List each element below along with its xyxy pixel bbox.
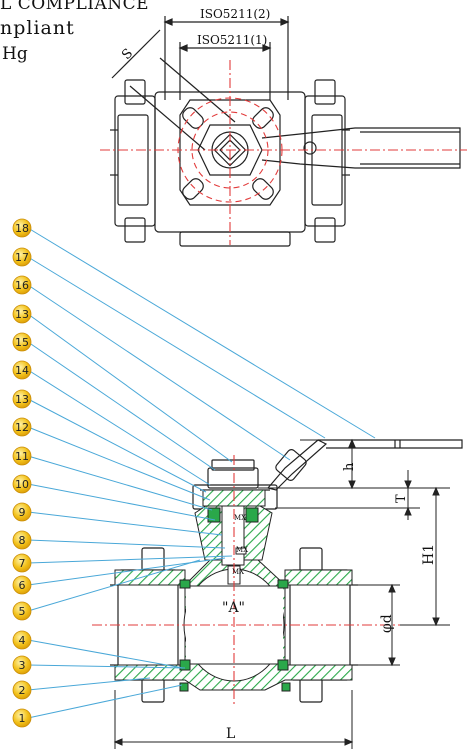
phi-d-label: φd — [379, 614, 395, 633]
part-badge: 12 — [12, 417, 32, 437]
dimension-labels: ISO5211(2) ISO5211(1) S h T H1 φd "A" L … — [119, 7, 437, 742]
part-badge: 18 — [12, 218, 32, 238]
part-number: 13 — [15, 393, 29, 406]
part-number: 8 — [19, 534, 26, 547]
part-number: 10 — [15, 478, 29, 491]
part-badge: 4 — [12, 630, 32, 650]
l-label: L — [226, 726, 235, 742]
part-number: 9 — [19, 506, 26, 519]
part-badge: 8 — [12, 530, 32, 550]
part-number: 16 — [15, 279, 29, 292]
part-number: 13 — [15, 308, 29, 321]
front-view-dimensions — [113, 438, 450, 749]
s-label: S — [119, 46, 136, 63]
part-number: 2 — [19, 684, 26, 697]
part-number: 12 — [15, 421, 29, 434]
part-badge: 11 — [12, 446, 32, 466]
spec-title-line-1: L COMPLIANCE — [0, 0, 150, 14]
part-number: 1 — [19, 712, 26, 725]
a-label: "A" — [222, 600, 245, 616]
part-badge: 6 — [12, 575, 32, 595]
part-number: 11 — [15, 450, 29, 463]
mx-mark-1: MX — [234, 514, 246, 522]
part-number: 18 — [15, 222, 29, 235]
part-badge: 7 — [12, 553, 32, 573]
part-badge: 13 — [12, 389, 32, 409]
t-label: T — [394, 494, 409, 503]
h1-label: H1 — [421, 544, 437, 565]
iso5211-2-label: ISO5211(2) — [200, 7, 270, 21]
part-number: 6 — [19, 579, 26, 592]
front-view-centerlines — [92, 455, 400, 705]
part-badge: 14 — [12, 360, 32, 380]
mx-mark-2: MX — [236, 546, 248, 554]
part-badge: 13 — [12, 304, 32, 324]
part-number-badges: 18 17 16 13 15 14 13 12 11 10 9 8 7 6 5 … — [12, 218, 32, 728]
part-number: 14 — [15, 364, 29, 377]
spec-title-line-2: npliant — [0, 17, 75, 39]
part-number: 5 — [19, 605, 26, 618]
part-badge: 5 — [12, 601, 32, 621]
part-number: 3 — [19, 659, 26, 672]
part-badge: 17 — [12, 247, 32, 267]
part-badge: 10 — [12, 474, 32, 494]
top-view — [110, 16, 461, 247]
part-badge: 15 — [12, 332, 32, 352]
part-badge: 9 — [12, 502, 32, 522]
part-badge: 16 — [12, 275, 32, 295]
part-badge: 3 — [12, 655, 32, 675]
part-number: 7 — [19, 557, 26, 570]
leader-lines — [27, 227, 376, 719]
iso5211-1-label: ISO5211(1) — [197, 33, 267, 47]
part-number: 17 — [15, 251, 29, 264]
part-number: 15 — [15, 336, 29, 349]
spec-title-line-3: Hg — [2, 44, 28, 64]
h-label: h — [342, 462, 357, 471]
mx-mark-3: MX — [232, 568, 244, 576]
part-number: 4 — [19, 634, 26, 647]
top-view-centerlines — [100, 60, 467, 245]
part-badge: 1 — [12, 708, 32, 728]
part-badge: 2 — [12, 680, 32, 700]
